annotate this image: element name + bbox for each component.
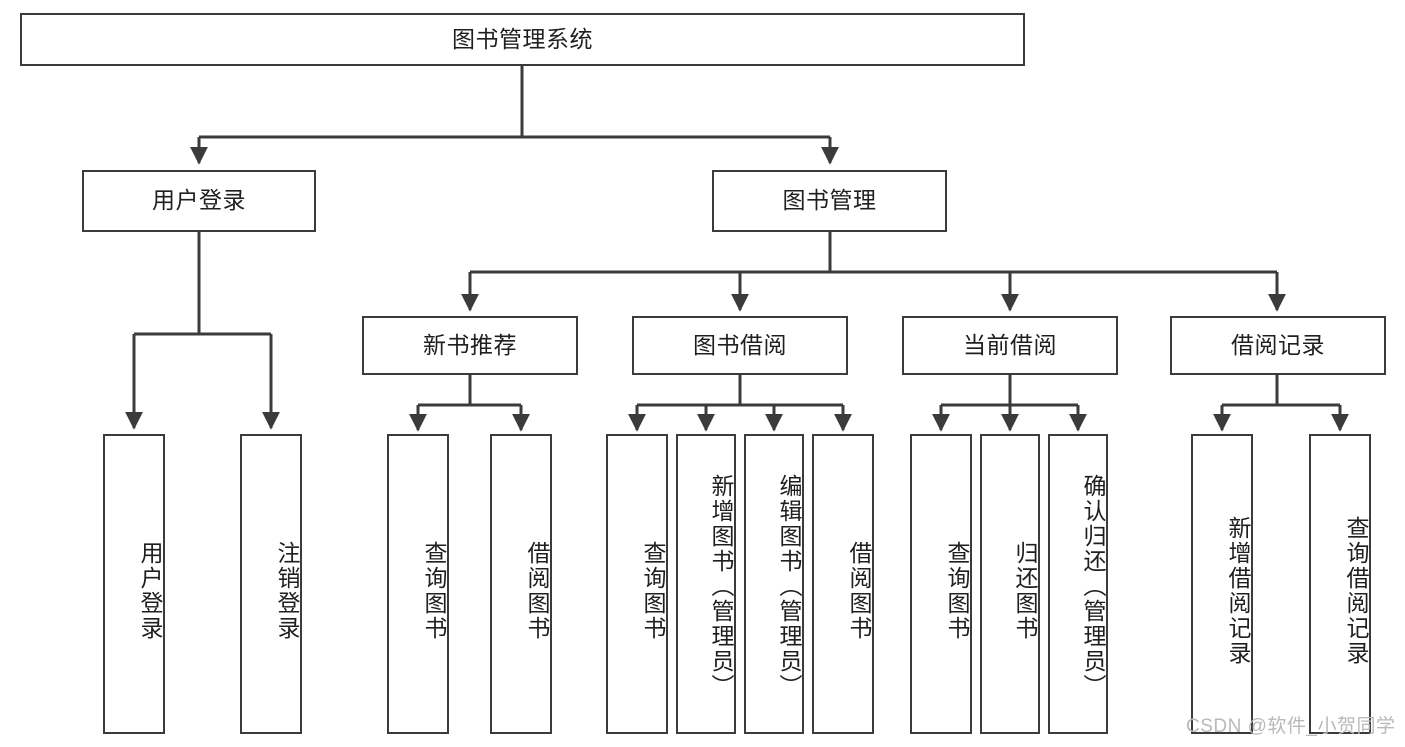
leaf-query-book-recommend[interactable]: 查询图书 (387, 434, 449, 734)
leaf-add-borrow-record[interactable]: 新增借阅记录 (1191, 434, 1253, 734)
leaf-confirm-return-admin[interactable]: 确认归还（管理员） (1048, 434, 1108, 734)
node-current-borrow[interactable]: 当前借阅 (902, 316, 1118, 375)
node-user-login[interactable]: 用户登录 (82, 170, 316, 232)
leaf-user-login[interactable]: 用户登录 (103, 434, 165, 734)
leaf-return-book[interactable]: 归还图书 (980, 434, 1040, 734)
watermark-text: CSDN @软件_小贺同学 (1186, 716, 1396, 737)
node-book-management[interactable]: 图书管理 (712, 170, 947, 232)
node-book-borrow[interactable]: 图书借阅 (632, 316, 848, 375)
leaf-query-book-borrow[interactable]: 查询图书 (606, 434, 668, 734)
node-borrow-records[interactable]: 借阅记录 (1170, 316, 1386, 375)
leaf-add-book-admin[interactable]: 新增图书（管理员） (676, 434, 736, 734)
leaf-query-borrow-record[interactable]: 查询借阅记录 (1309, 434, 1371, 734)
node-new-book-recommend[interactable]: 新书推荐 (362, 316, 578, 375)
leaf-borrow-book-recommend[interactable]: 借阅图书 (490, 434, 552, 734)
leaf-query-book-current[interactable]: 查询图书 (910, 434, 972, 734)
leaf-borrow-book[interactable]: 借阅图书 (812, 434, 874, 734)
leaf-edit-book-admin[interactable]: 编辑图书（管理员） (744, 434, 804, 734)
node-root[interactable]: 图书管理系统 (20, 13, 1025, 66)
leaf-logout[interactable]: 注销登录 (240, 434, 302, 734)
